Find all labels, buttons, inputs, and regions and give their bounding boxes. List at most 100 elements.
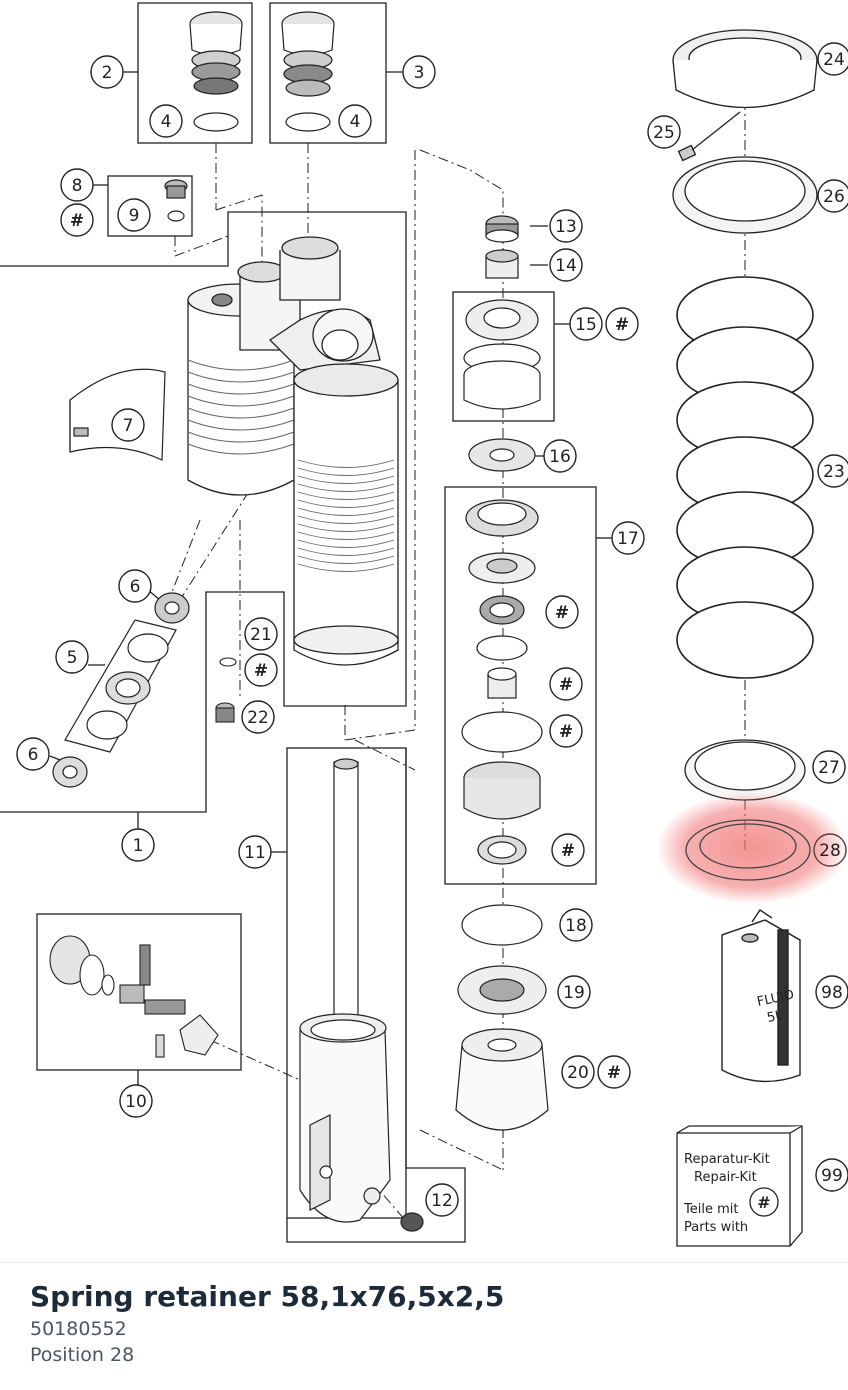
callout-circle-c4b	[338, 104, 372, 138]
callout-label-c4a: 4	[161, 112, 172, 132]
part-number: 50180552	[30, 1318, 127, 1340]
callout-label-c4b: 4	[350, 112, 361, 132]
callout-circle-c3	[402, 55, 436, 89]
callout-circle-c6a	[118, 569, 152, 603]
part-info-panel: Spring retainer 58,1x76,5x2,5 50180552 P…	[30, 1278, 830, 1368]
callout-circle-c22	[241, 700, 275, 734]
callout-circle-c21	[244, 617, 278, 651]
callout-label-c12: 12	[431, 1191, 453, 1211]
adjuster-cap-2	[189, 11, 243, 132]
repair-kit-text-4: Parts with	[684, 1220, 748, 1235]
callout-circle-c98	[815, 975, 848, 1009]
callout-label-c23: 23	[823, 462, 845, 482]
callout-label-c9: 9	[129, 206, 140, 226]
eye-bushings	[52, 592, 190, 788]
shock-body	[187, 236, 399, 666]
repair-kit-text-1: Reparatur-Kit	[684, 1152, 770, 1167]
valve-assembly-10	[49, 935, 219, 1058]
callout-label-c3: 3	[414, 63, 425, 83]
callout-label-c6b: 6	[28, 745, 39, 765]
callout-circle-c9	[117, 198, 151, 232]
callout-label-h1: #	[70, 211, 84, 231]
callout-circle-c12	[425, 1183, 459, 1217]
adjuster-cap-3	[281, 11, 335, 132]
callout-circle-c11	[238, 835, 272, 869]
callout-label-c26: 26	[823, 187, 845, 207]
callout-label-c24: 24	[823, 50, 845, 70]
callout-label-c98: 98	[821, 983, 843, 1003]
part-position: Position 28	[30, 1344, 135, 1366]
bleed-screw	[164, 179, 188, 222]
callout-label-c99: 99	[821, 1166, 843, 1186]
callout-label-c18: 18	[565, 916, 587, 936]
callout-circle-c99	[815, 1158, 848, 1192]
callout-circle-h4	[545, 595, 579, 629]
callout-label-c7: 7	[123, 416, 134, 436]
callout-label-c8: 8	[72, 176, 83, 196]
piston-rod	[299, 758, 424, 1232]
callout-circle-c15	[569, 307, 603, 341]
callout-label-c15: 15	[575, 315, 597, 335]
callout-label-h8: #	[607, 1063, 621, 1083]
callout-circle-c24	[817, 42, 848, 76]
callout-circle-c26	[817, 179, 848, 213]
exploded-parts-diagram: FLUID 5L Reparatur-Kit Repair-Kit Teile …	[0, 2, 848, 1247]
repair-kit-text-3: Teile mit	[683, 1202, 738, 1217]
callout-circle-h1	[60, 203, 94, 237]
callout-label-h4: #	[555, 603, 569, 623]
callout-label-c6a: 6	[130, 577, 141, 597]
callout-circle-c23	[817, 454, 848, 488]
callout-circle-h3	[244, 653, 278, 687]
callout-label-h5: #	[559, 675, 573, 695]
callout-label-c25: 25	[653, 123, 675, 143]
callout-label-c14: 14	[555, 256, 577, 276]
repair-kit-text-2: Repair-Kit	[694, 1170, 757, 1185]
callout-circle-c18	[559, 908, 593, 942]
divider	[0, 1262, 848, 1263]
callout-label-c16: 16	[549, 447, 571, 467]
callout-circle-c4a	[149, 104, 183, 138]
callout-circle-c13	[549, 209, 583, 243]
repair-kit-mark: #	[757, 1193, 770, 1212]
callout-circle-c2	[90, 55, 124, 89]
callout-circle-c7	[111, 408, 145, 442]
callout-circle-h7	[551, 833, 585, 867]
callout-circle-h2	[605, 307, 639, 341]
repair-kit-box	[676, 1125, 803, 1247]
callout-label-c13: 13	[555, 217, 577, 237]
fluid-can	[721, 909, 801, 1083]
callout-label-c5: 5	[67, 648, 78, 668]
callout-circle-h6	[549, 714, 583, 748]
callout-circle-c5	[55, 640, 89, 674]
callout-label-c17: 17	[617, 529, 639, 549]
callout-label-c20: 20	[567, 1063, 589, 1083]
spring-assembly	[672, 29, 818, 801]
callout-label-c11: 11	[244, 843, 266, 863]
callout-circle-c19	[557, 975, 591, 1009]
callout-circle-c8	[60, 168, 94, 202]
callout-circle-c1	[121, 828, 155, 862]
callout-circle-c27	[812, 750, 846, 784]
callout-circle-c6b	[16, 737, 50, 771]
fluid-can-text-2: 5L	[766, 1008, 785, 1026]
callout-label-c10: 10	[125, 1092, 147, 1112]
callout-label-h7: #	[561, 841, 575, 861]
callout-circle-c16	[543, 439, 577, 473]
callout-label-c27: 27	[818, 758, 840, 778]
callout-label-c1: 1	[133, 836, 144, 856]
callout-label-c28: 28	[819, 841, 841, 861]
spring-retainer-28-highlight	[656, 792, 848, 904]
callout-circle-c10	[119, 1084, 153, 1118]
part-name: Spring retainer 58,1x76,5x2,5	[30, 1280, 505, 1313]
callout-circle-h8	[597, 1055, 631, 1089]
callout-circle-c25	[647, 115, 681, 149]
repair-kit-mark-circle	[749, 1187, 779, 1217]
valve-21-22	[215, 657, 237, 723]
callout-circle-c28	[813, 833, 847, 867]
callout-circle-c20	[561, 1055, 595, 1089]
callout-label-c2: 2	[102, 63, 113, 83]
callout-label-c19: 19	[563, 983, 585, 1003]
callout-circle-h5	[549, 667, 583, 701]
callout-circle-c17	[611, 521, 645, 555]
callout-label-h6: #	[559, 722, 573, 742]
